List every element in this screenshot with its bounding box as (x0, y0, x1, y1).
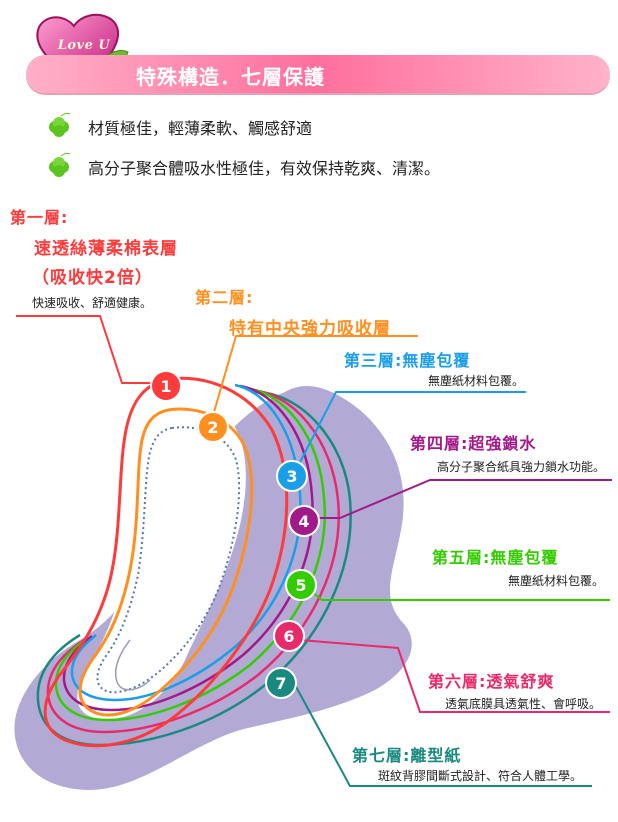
feature-item-2: 高分子聚合體吸水性極佳，有效保持乾爽、清潔。 (44, 152, 440, 182)
layer-1-badge: 1 (150, 370, 182, 402)
layer-3-number: 3 (286, 467, 297, 486)
layer-1-title: 速透絲薄柔棉表層 (34, 239, 178, 259)
leader-line-7 (293, 682, 592, 787)
layer-2-badge: 2 (197, 411, 229, 443)
inner-swirl (114, 639, 151, 691)
layer-2-title: 特有中央強力吸收層 (229, 319, 391, 339)
layer-3-heading: 第三層:無塵包覆 (344, 351, 471, 370)
layer-2-curve (78, 407, 254, 717)
layer-4-curve (62, 384, 314, 712)
layer-6-badge: 6 (273, 620, 305, 652)
pad-white-shape (77, 392, 246, 720)
clover-icon (49, 152, 71, 177)
layer-1-description: 快速吸收、舒適健康。 (32, 296, 153, 310)
leader-line-3 (295, 391, 526, 471)
layer-2-number: 2 (207, 418, 218, 437)
layer-2-heading: 第二層: (195, 288, 254, 307)
layer-5-badge: 5 (285, 569, 317, 601)
feature-item-1: 材質極佳，輕薄柔軟、觸感舒適 (44, 112, 312, 142)
layer-7-number: 7 (275, 674, 286, 693)
leader-line-1 (16, 315, 160, 384)
layer-1-subtitle: （吸收快2倍） (32, 268, 153, 288)
layer-5-curve (54, 386, 326, 722)
layer-6-description: 透氣底膜具透氣性、會呼吸。 (445, 697, 602, 711)
leader-line-2 (209, 335, 418, 427)
layer-1-heading: 第一層: (10, 208, 69, 227)
layer-6-heading: 第六層:透氣舒爽 (428, 672, 555, 691)
feature-text: 高分子聚合體吸水性極佳，有效保持乾爽、清潔。 (88, 159, 441, 178)
layer-7-curve (36, 390, 352, 747)
leader-line-6 (299, 639, 610, 713)
leader-line-4 (312, 479, 612, 519)
clover-icon (49, 112, 71, 137)
page-title: 特殊構造．七層保護 (136, 65, 325, 89)
layer-3-badge: 3 (276, 460, 308, 492)
layer-4-heading: 第四層:超強鎖水 (410, 434, 537, 453)
layer-4-number: 4 (298, 512, 309, 531)
layer-3-curve (70, 383, 302, 702)
header-banner: 特殊構造．七層保護 (26, 55, 610, 93)
layer-5-number: 5 (295, 576, 306, 595)
logo-text: Love U (57, 38, 111, 53)
layer-5-heading: 第五層:無塵包覆 (432, 548, 559, 567)
layer-7-badge: 7 (265, 667, 297, 699)
layer-5-description: 無塵紙材料包覆。 (508, 574, 605, 588)
layer-7-description: 斑紋背膠間斷式設計、符合人體工學。 (378, 769, 583, 783)
feature-text: 材質極佳，輕薄柔軟、觸感舒適 (88, 119, 313, 138)
absorbent-core-outline (96, 426, 241, 694)
layer-3-description: 無塵紙材料包覆。 (428, 374, 525, 388)
layer-4-description: 高分子聚合紙具強力鎖水功能。 (437, 460, 606, 474)
layer-7-heading: 第七層:離型紙 (352, 746, 462, 765)
layer-1-number: 1 (160, 377, 171, 396)
layer-4-badge: 4 (288, 505, 320, 537)
layer-1-curve (43, 376, 289, 748)
layer-6-number: 6 (283, 627, 294, 646)
